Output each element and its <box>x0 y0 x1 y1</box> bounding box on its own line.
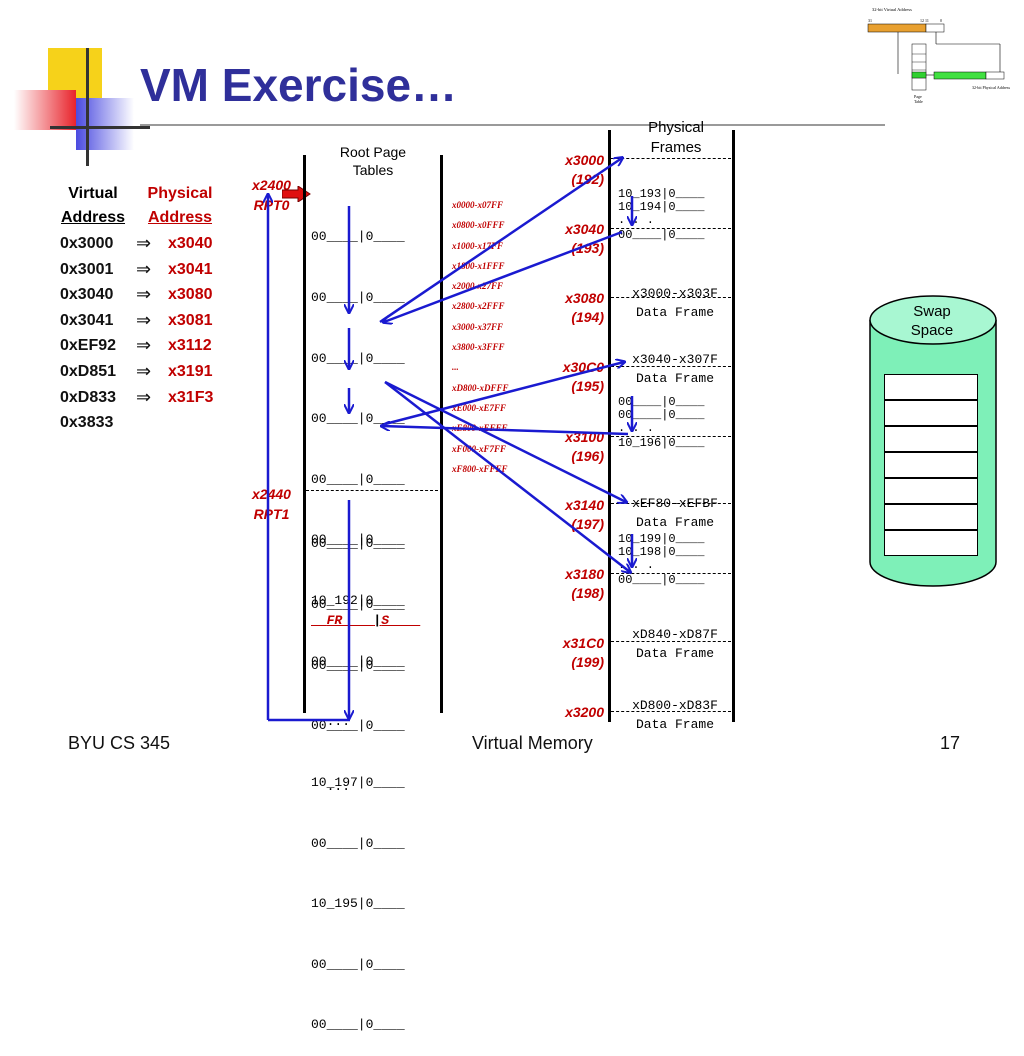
address-translation-thumbnail: 32-bit Virtual Address 31 12 11 0 32-bit… <box>867 7 1010 104</box>
table-row: 00____|0____ <box>311 657 405 673</box>
frame-label: x3180(198) <box>565 566 604 601</box>
table-row: 00____|0____ <box>311 1017 405 1033</box>
footer-course: BYU CS 345 <box>68 733 171 753</box>
table-row: 00____|0____ <box>311 471 405 487</box>
table-row: 00____|0____ <box>311 653 405 669</box>
swap-slot <box>884 478 978 504</box>
frame-label: x3040(193) <box>565 221 604 256</box>
frame-label: x3200 <box>565 704 604 720</box>
implies-arrow-icon: ⇒ <box>136 233 152 253</box>
mapping-row: 0x3000 0x3001 0x3040 0x3041 0xEF92 0xD85… <box>60 235 117 432</box>
frame-192-contents: 10_193|0____10_194|0____. . .00____|0___… <box>618 187 705 242</box>
virtual-address-header: Virtual Address <box>60 185 126 226</box>
swap-slot <box>884 400 978 426</box>
frame-divider <box>611 436 731 437</box>
thumb-right-label: 32-bit Physical Address <box>972 85 1010 90</box>
table-row: 00____|0____ <box>311 290 405 306</box>
slide-title: VM Exercise… <box>140 59 458 111</box>
rpt-divider <box>306 490 438 491</box>
thumb-top-label: 32-bit Virtual Address <box>872 7 912 12</box>
table-row: 00____|0____ <box>311 835 405 851</box>
table-row: 00____|0____ <box>311 718 405 734</box>
implies-arrow-icon: ⇒ <box>136 360 152 381</box>
frames-right-border <box>732 130 735 722</box>
swap-slot <box>884 452 978 478</box>
swap-slot <box>884 504 978 530</box>
footer-topic: Virtual Memory <box>472 733 593 753</box>
swap-slot <box>884 426 978 452</box>
mapping-physical: x3040 x3041 x3080 x3081 x3112 x3191 x31F… <box>168 235 214 406</box>
pointer-arrows <box>0 0 1024 722</box>
implies-arrow-icon: ⇒ <box>136 335 152 356</box>
table-row: 00____|0____ <box>311 536 405 552</box>
title-underline <box>140 124 885 126</box>
frame-divider <box>611 641 731 642</box>
svg-text:12 11: 12 11 <box>920 18 929 23</box>
implies-arrow-icon: ⇒ <box>136 258 152 279</box>
frame-divider <box>611 228 731 229</box>
table-row: ... <box>311 778 351 794</box>
table-row: 00____|0____ <box>311 597 405 613</box>
frame-label: x3140(197) <box>565 497 604 532</box>
frame-divider <box>611 573 731 574</box>
svg-text:31: 31 <box>868 18 872 23</box>
svg-text:0: 0 <box>940 18 942 23</box>
frame-195-contents: 00____|0____00____|0____. . .10_196|0___… <box>618 395 705 450</box>
root-table-left-border <box>303 155 306 713</box>
frame-label: x31C0(199) <box>562 635 604 670</box>
physical-frames-title: Physical Frames <box>648 119 704 156</box>
mapping-arrows: ⇒ ⇒ ⇒ ⇒ ⇒ ⇒ ⇒ <box>136 231 151 410</box>
frame-label: x3080(194) <box>565 290 604 325</box>
frame-divider <box>611 158 731 159</box>
root-table-right-border <box>440 155 443 713</box>
frame-divider <box>611 711 731 712</box>
table-row: 00____|0____ <box>311 350 405 366</box>
swap-slot <box>884 530 978 556</box>
table-row: 00____|0____ <box>311 532 405 548</box>
table-row: 00____|0____ <box>311 956 405 972</box>
rpt0-label: x2400 RPT0 <box>252 177 291 213</box>
svg-text:Table: Table <box>914 99 923 104</box>
implies-arrow-icon: ⇒ <box>136 284 152 305</box>
footer-page-number: 17 <box>940 733 961 753</box>
swap-slot <box>884 374 978 400</box>
svg-text:Page: Page <box>914 94 922 99</box>
frame-divider <box>611 503 731 504</box>
implies-arrow-icon: ⇒ <box>136 309 152 330</box>
physical-address-header: Physical Address <box>147 185 213 226</box>
root-table-title: Root Page Tables <box>339 144 407 178</box>
table-row: 10_192|0____ <box>311 593 405 609</box>
frame-divider <box>611 366 731 367</box>
frame-divider <box>611 297 731 298</box>
frames-left-border <box>608 130 611 722</box>
table-row: 10_195|0____ <box>311 896 405 912</box>
rpt1-label: x2440 RPT1 <box>252 486 291 522</box>
implies-arrow-icon: ⇒ <box>136 386 152 407</box>
table-row: 00____|0____ <box>311 229 405 245</box>
